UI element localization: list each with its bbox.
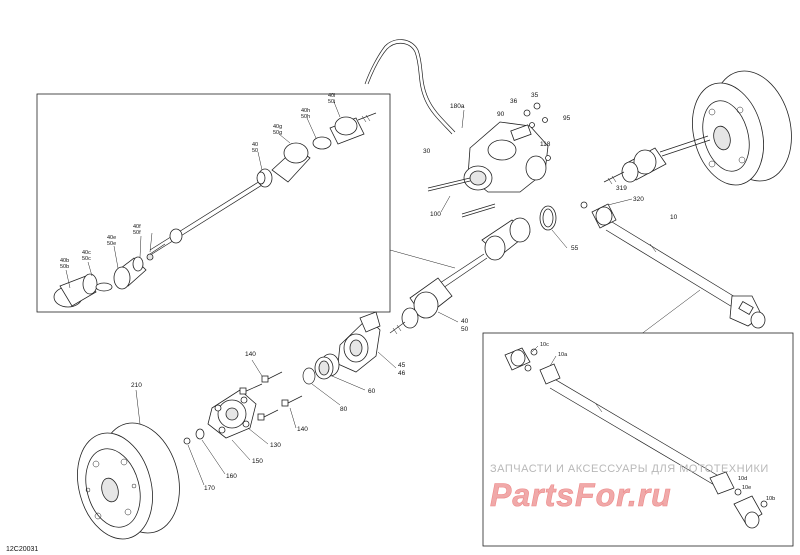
watermark-logo: PartsFor.ru: [490, 477, 672, 513]
callout-10b-inset: 10b: [766, 496, 775, 502]
callout-130: 130: [270, 442, 281, 449]
callout-40c: 40c: [82, 250, 91, 256]
callout-50f: 50f: [133, 230, 141, 236]
callout-10e-inset: 10e: [742, 485, 751, 491]
callout-35: 35: [531, 92, 539, 99]
callout-40-main: 40: [461, 318, 469, 325]
callout-140-bottom: 140: [297, 426, 308, 433]
callout-50-inset: 50: [252, 148, 258, 154]
callout-90: 90: [497, 111, 505, 118]
callout-40g: 40g: [273, 124, 282, 130]
callout-50e: 50e: [107, 241, 116, 247]
callout-60: 60: [368, 388, 376, 395]
callout-180a: 180a: [450, 103, 465, 110]
figure-id: 12C20031: [6, 546, 38, 553]
callout-40f: 40f: [133, 224, 141, 230]
callout-320: 320: [633, 196, 644, 203]
callout-319: 319: [616, 185, 627, 192]
callout-10d-inset: 10d: [738, 476, 747, 482]
callout-50c: 50c: [82, 256, 91, 262]
callout-40e: 40e: [107, 235, 116, 241]
callout-140-top: 140: [245, 351, 256, 358]
callout-160: 160: [226, 473, 237, 480]
rear-knuckle: [337, 311, 381, 373]
callout-80: 80: [340, 406, 348, 413]
callout-50h: 50h: [301, 114, 310, 120]
wheel-rear-left: [77, 422, 180, 540]
callout-50i: 50i: [328, 99, 335, 105]
callout-210: 210: [131, 382, 142, 389]
callout-40i: 40i: [328, 93, 335, 99]
wheel-bearing: [314, 353, 340, 380]
callout-55: 55: [571, 245, 579, 252]
propeller-shaft: [591, 203, 766, 329]
rear-differential: [427, 102, 557, 231]
callout-95: 95: [563, 115, 571, 122]
watermark: ЗАПЧАСТИ И АКСЕССУАРЫ ДЛЯ МОТОТЕХНИКИ Pa…: [490, 463, 769, 513]
callout-100: 100: [430, 211, 441, 218]
callout-118: 118: [540, 141, 551, 148]
wheel-hub: [207, 389, 257, 439]
rear-drive-axle: [389, 217, 531, 335]
breather-hose: [364, 39, 456, 133]
callout-50b: 50b: [60, 264, 69, 270]
callout-50-main: 50: [461, 326, 469, 333]
watermark-tagline: ЗАПЧАСТИ И АКСЕССУАРЫ ДЛЯ МОТОТЕХНИКИ: [490, 463, 769, 475]
callout-10: 10: [670, 214, 678, 221]
callout-170: 170: [204, 485, 215, 492]
callout-36: 36: [510, 98, 518, 105]
inset-left-driveshaft: 40b 50b 40c 50c 40e 50e 40f 50f 40 50 40…: [36, 93, 391, 313]
callout-50g: 50g: [273, 130, 282, 136]
callout-30: 30: [423, 148, 431, 155]
inset-right-propshaft: 10c 10a 10d 10e 10b: [482, 332, 794, 547]
circlip: [302, 367, 316, 385]
callout-40-inset: 40: [252, 142, 258, 148]
wheel-studs: [239, 371, 303, 421]
callout-40b: 40b: [60, 258, 69, 264]
wheel-rear-right: [603, 70, 792, 186]
callout-10a-inset: 10a: [558, 352, 568, 358]
callout-10c-inset: 10c: [540, 342, 549, 348]
callout-45: 45: [398, 362, 406, 369]
callout-46: 46: [398, 370, 406, 377]
callout-40h: 40h: [301, 108, 310, 114]
callout-150: 150: [252, 458, 263, 465]
